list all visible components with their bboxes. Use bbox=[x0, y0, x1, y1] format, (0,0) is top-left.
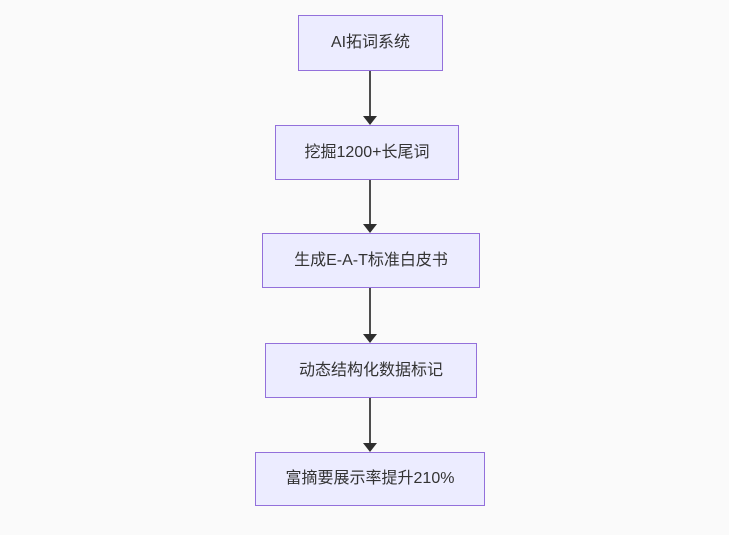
flow-node-structured-data-markup: 动态结构化数据标记 bbox=[265, 343, 477, 398]
flow-node-longtail-mining: 挖掘1200+长尾词 bbox=[275, 125, 459, 180]
flow-edge-d-e bbox=[363, 398, 377, 452]
flow-node-rich-snippet-result: 富摘要展示率提升210% bbox=[255, 452, 485, 506]
flow-edge-a-b bbox=[363, 71, 377, 125]
arrow-line bbox=[369, 398, 371, 443]
arrow-line bbox=[369, 288, 371, 334]
flow-edge-c-d bbox=[363, 288, 377, 343]
arrowhead-down-icon bbox=[363, 443, 377, 452]
flow-node-eat-whitepaper: 生成E-A-T标准白皮书 bbox=[262, 233, 480, 288]
arrowhead-down-icon bbox=[363, 224, 377, 233]
arrow-line bbox=[369, 71, 371, 116]
arrowhead-down-icon bbox=[363, 116, 377, 125]
flow-node-ai-keyword-system: AI拓词系统 bbox=[298, 15, 443, 71]
arrowhead-down-icon bbox=[363, 334, 377, 343]
arrow-line bbox=[369, 180, 371, 224]
flow-edge-b-c bbox=[363, 180, 377, 233]
